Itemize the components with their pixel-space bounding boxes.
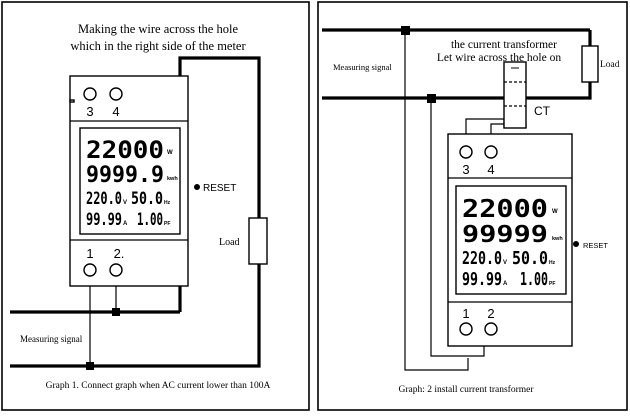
graph-1-heading-line-1: Making the wire across the hole <box>78 22 238 36</box>
graph-1-lcd-power: 22000 <box>86 136 164 164</box>
graph-2-lcd-energy: 99999 <box>462 222 548 248</box>
graph-2-reset-button <box>573 241 579 247</box>
graph-2-current-transformer <box>503 61 527 129</box>
graph-2-terminal-3-label: 3 <box>462 162 469 177</box>
graph-2-lcd-current-unit: A <box>503 281 508 287</box>
graph-1-terminal-1 <box>83 263 97 277</box>
graph-2-terminal-2-label: 2 <box>487 306 494 321</box>
graph-2-lcd-voltage: 220.0 <box>462 248 502 269</box>
graph-2-terminal-3 <box>459 145 473 159</box>
graph-1-lcd-voltage: 220.0 <box>86 189 122 209</box>
graph-2-lcd-voltage-unit: V <box>503 260 507 266</box>
graph-2-signal-label: Measuring signal <box>333 62 392 72</box>
graph-1-lcd-current: 99.99 <box>86 210 122 230</box>
graph-1-lcd-frequency: 50.0 <box>131 189 163 209</box>
graph-2-signal-lead-inner <box>430 103 485 357</box>
graph-2-lcd-power-unit: W <box>552 209 558 215</box>
graph-2-lcd-display <box>455 185 567 295</box>
graph-2-lcd-frequency-unit: Hz <box>549 260 556 266</box>
graph-2-lcd-power: 22000 <box>462 194 548 223</box>
graph-1-caption: Graph 1. Connect graph when AC current l… <box>46 381 271 391</box>
graph-2-frame <box>317 1 628 411</box>
graph-2-ct-label: CT <box>534 104 551 118</box>
graph-2-terminal-1 <box>459 322 473 336</box>
graph-1-frame <box>1 1 310 411</box>
graph-2-terminal-4 <box>484 145 498 159</box>
graph-2-lcd-pf-unit: PF <box>549 281 555 287</box>
graph-2-load-resistor <box>581 45 599 83</box>
graph-2-ct-heading-line-2: Let wire across the hole on <box>437 52 561 64</box>
graph-1-lcd-pf: 1.00 <box>137 210 163 230</box>
graph-1-terminal-3-label: 3 <box>86 104 93 119</box>
graph-2-lower-wire <box>322 82 592 100</box>
graph-1-terminal-4-label: 4 <box>112 104 119 119</box>
graph-2-terminal-2 <box>484 322 498 336</box>
graph-2-reset-label: RESET <box>583 241 608 250</box>
graph-1-lcd-display <box>79 127 181 235</box>
graph-1-terminal-4 <box>109 87 123 101</box>
graph-1-terminal-1-label: 1 <box>86 246 93 261</box>
graph-1-lcd-pf-unit: PF <box>164 221 170 227</box>
graph-1-terminal-3 <box>83 87 97 101</box>
graph-2-panel: CT Load the current transformer Let wire… <box>317 1 628 411</box>
graph-1-signal-label: Measuring signal <box>20 334 83 344</box>
graph-1-junction-lower <box>86 362 94 370</box>
graph-1-upper-wire <box>178 56 261 218</box>
graph-1-terminal-2 <box>109 263 123 277</box>
graph-1-heading-line-2: which in the right side of the meter <box>70 39 246 53</box>
graph-1-lcd-voltage-unit: V <box>123 200 127 206</box>
graph-1-lcd-energy: 9999.9 <box>86 163 164 188</box>
graph-1-reset-label: RESET <box>203 183 236 194</box>
graph-2-caption: Graph: 2 install current transformer <box>398 384 534 395</box>
graph-1-panel: Making the wire across the hole which in… <box>1 1 310 411</box>
graph-2-ct-lead-left <box>465 118 505 134</box>
graph-1-lcd-power-unit: W <box>167 150 173 156</box>
graph-2-lcd-energy-unit: kwh <box>552 236 563 242</box>
graph-1-lcd-current-unit: A <box>123 221 128 227</box>
graph-1-lcd-frequency-unit: Hz <box>164 200 171 206</box>
graph-1-meter-notch <box>69 99 75 103</box>
graph-1-lcd-energy-unit: kwh <box>167 176 178 182</box>
graph-1-load-label: Load <box>219 237 240 248</box>
graph-1-reset-button <box>194 184 200 190</box>
graph-2-signal-lead-outer <box>404 35 469 371</box>
graph-1-terminal-2-label: 2. <box>114 246 125 261</box>
graph-2-lcd-current: 99.99 <box>462 269 502 290</box>
graph-2-junction-upper <box>401 26 410 35</box>
graph-2-ct-heading-line-1: the current transformer <box>451 39 557 51</box>
graph-2-load-label: Load <box>600 60 620 70</box>
graph-2-lcd-frequency: 50.0 <box>512 248 548 269</box>
graph-2-terminal-1-label: 1 <box>462 306 469 321</box>
graph-1-junction-upper <box>112 308 120 316</box>
graph-2-terminal-4-label: 4 <box>487 162 494 177</box>
graph-2-lcd-pf: 1.00 <box>520 269 548 290</box>
graph-2-junction-lower <box>427 94 436 103</box>
graph-1-load-resistor <box>248 217 268 265</box>
